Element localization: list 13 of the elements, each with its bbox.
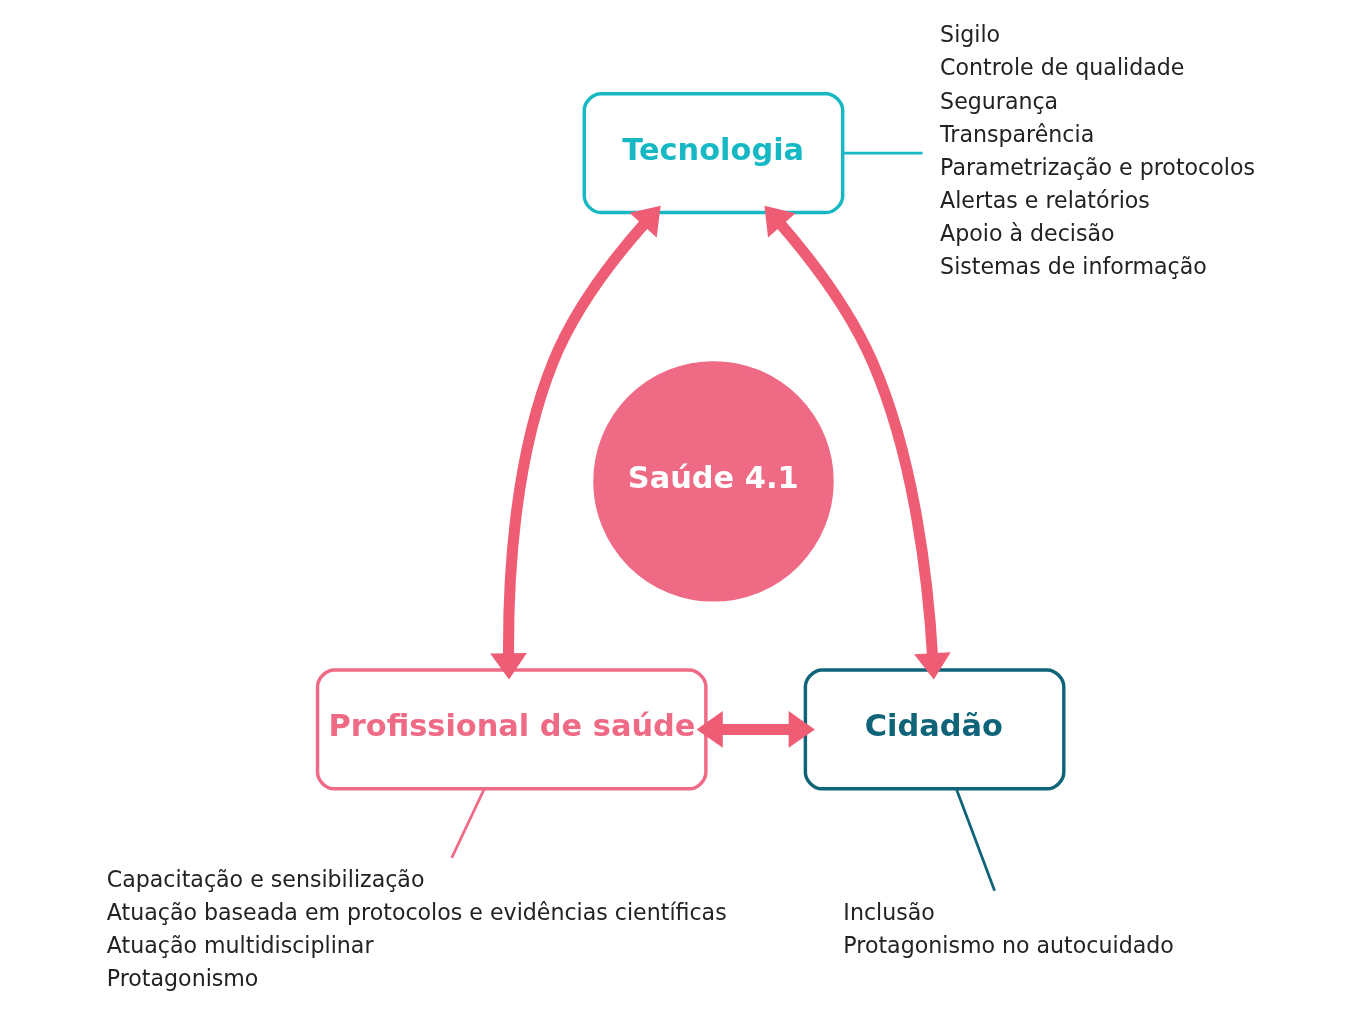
node-circle: Saúde 4.1 xyxy=(593,361,834,602)
node-text: Inclusão Protagonismo no autocuidado xyxy=(843,898,1174,959)
node-box: Cidadão xyxy=(803,668,1066,791)
connector xyxy=(955,788,996,892)
arrow xyxy=(764,205,951,680)
connector xyxy=(842,151,923,155)
arrow xyxy=(490,205,661,680)
connector xyxy=(450,788,486,859)
node-box: Tecnologia xyxy=(582,92,845,215)
node-text: Capacitação e sensibilização Atuação baseada em protocolos e evidências científicas Atuação multidisciplinar Protagonismo xyxy=(106,865,727,992)
arrow xyxy=(696,711,815,748)
node-box: Profissional de saúde xyxy=(315,668,708,791)
node-text: Sigilo Controle de qualidade Segurança Transparência Parametrização e protocolos Alertas e relatórios Apoio à decisão Sistemas de informação xyxy=(940,21,1255,280)
